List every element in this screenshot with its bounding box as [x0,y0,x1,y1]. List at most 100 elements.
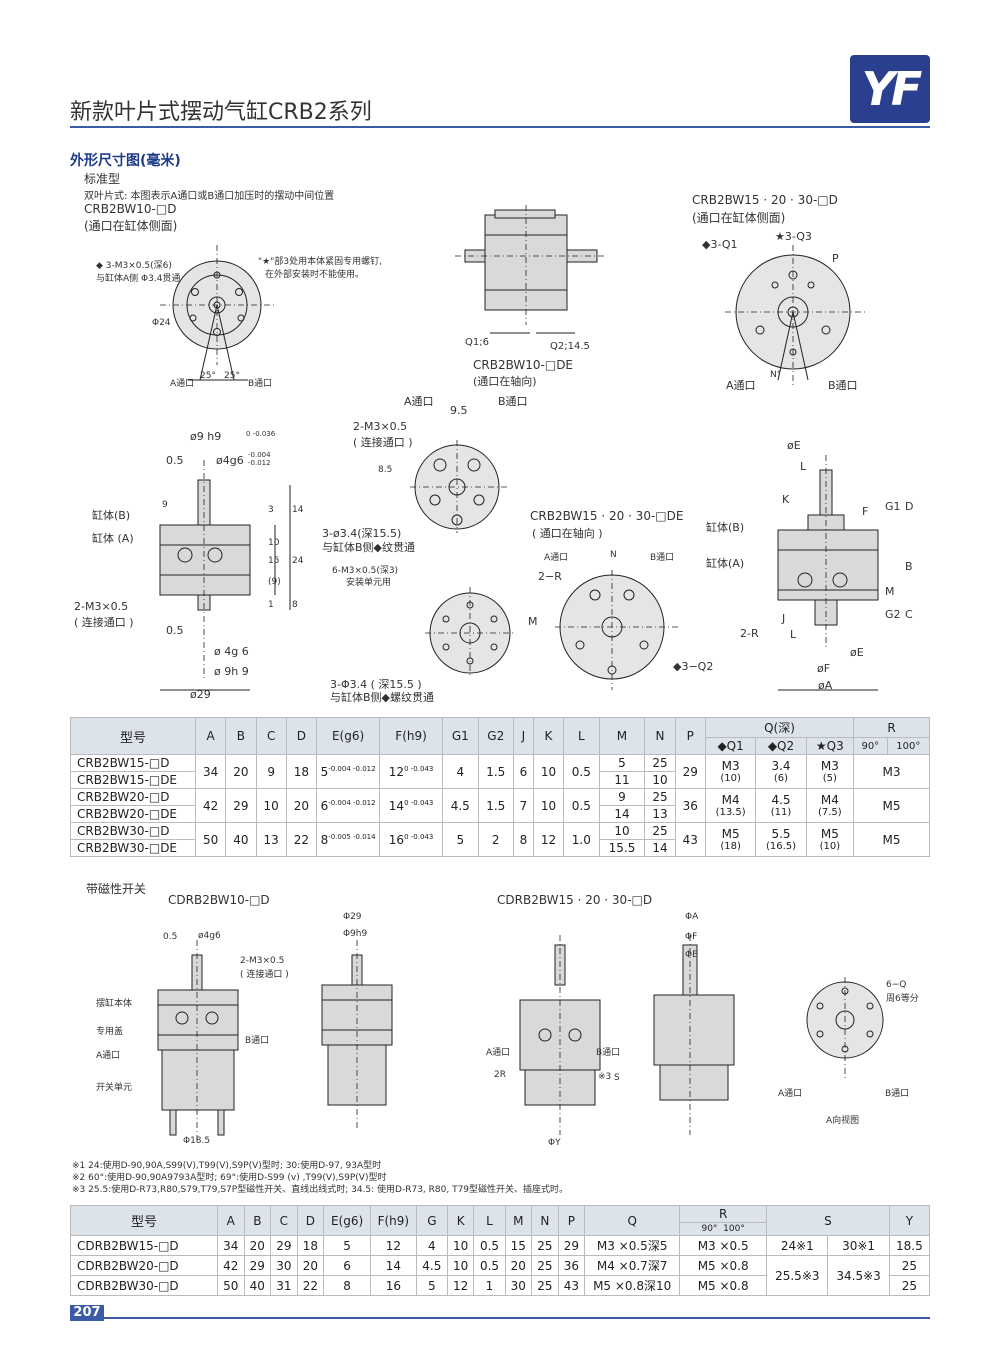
label-b-port-c: B通口 [498,395,528,408]
drawing-crb2bw15-front [777,455,879,691]
label-dim14: 14 [292,505,304,515]
cell-model: CRB2BW15-□DE [70,771,196,789]
cell-f-val: 16 [388,832,405,847]
note-3: ※3 25.5:使用D-R73,R80,S79,T79,S7P型磁性开关、直线出… [72,1185,569,1195]
model-b-note: (通口在缸体侧面) [692,211,786,225]
label-q3-3: ★3-Q3 [775,230,812,243]
model-d: CRB2BW15 · 20 · 30-□DE [530,509,684,523]
cell-k: 12 [446,1275,475,1296]
mag-label-phi4g6: ø4g6 [198,931,221,941]
label-hole34b: 与缸体B侧◆纹贯通 [322,541,416,554]
th2-a: A [217,1205,245,1236]
cell-model: CRB2BW15-□D [70,754,196,772]
spec-table-magnetic: 型号 A B C D E(g6) F(h9) G K L M N P Q R S… [70,1205,931,1296]
th2-e: E(g6) [323,1205,371,1236]
th2-m: M [504,1205,533,1236]
th2-r100: 100° [723,1224,745,1234]
label-m3-note: ◆ 3-M3×0.5(深6) [96,261,172,271]
mag-label-special-cover: 专用盖 [96,1027,124,1037]
th2-c: C [270,1205,298,1236]
label-b-port-b: B通口 [828,379,858,392]
table-row: CDRB2BW30-□D 50 40 31 22 8 16 5 12 1 30 … [70,1275,931,1296]
model-c-note: (通口在轴向) [473,375,537,388]
th2-y: Y [888,1205,931,1236]
cell-b: 40 [225,822,257,857]
cell-q3: M4(7.5) [805,788,855,823]
label-phi-a: øA [818,679,833,692]
cell-q3: M3(5) [805,754,855,789]
label-cyl-a: 缸体 (A) [92,532,134,545]
label-b-port-d: B通口 [650,553,675,563]
header-divider [70,126,930,128]
cell-j: 6 [512,754,534,789]
cell-p: 43 [674,822,706,857]
cell-q1: M3(10) [704,754,757,789]
cell-q1: M5(18) [704,822,757,857]
mag-title: 带磁性开关 [86,882,147,896]
th2-f: F(h9) [369,1205,417,1236]
drawing-a-view [806,977,884,1080]
label-conn-port: ( 连接通口 ) [74,616,134,629]
cell-e-tol: -0.004 -0.012 [328,764,376,773]
cell-l: 1 [473,1275,506,1296]
mag-label-phi-e: ΦE [685,950,698,960]
th-b: B [225,717,257,755]
label-dim24: 24 [292,556,304,566]
cell-m2: 11 [598,771,646,789]
cell-s3: 25.5※3 [766,1255,829,1296]
label-phi4g: ø 4g 6 [214,645,249,658]
cell-e: 5 [323,1235,371,1256]
label-phi-e2: øE [850,646,864,659]
th-m: M [598,717,646,755]
mag-label-b-port-g: B通口 [596,1048,621,1058]
mag-label-phi-f: ΦF [685,932,698,942]
page-number: 207 [70,1305,104,1321]
cell-q2-a: 5.5 [771,827,791,841]
cell-q2-b: (11) [770,807,792,818]
cell-j: 7 [512,788,534,823]
model-a-note: (通口在缸体侧面) [84,219,178,233]
cell-m1: 10 [598,822,646,840]
drawing-crb2bw15-top [725,245,865,385]
th2-r90: 90° [701,1224,718,1234]
cell-a: 42 [217,1255,245,1276]
cell-c: 10 [255,788,287,823]
cell-l: 0.5 [563,754,600,789]
label-dim1: 1 [268,600,274,610]
label-half05-bottom: 0.5 [166,624,184,637]
model-a: CRB2BW10-□D [84,202,177,216]
cell-q1-a: M4 [721,793,740,807]
label-a-port-d: A通口 [544,553,569,563]
cell-q1: M4(13.5) [704,788,757,823]
cell-q3: M5(10) [805,822,855,857]
cell-k: 12 [532,822,565,857]
mag-label-phi9h9: Φ9h9 [343,929,368,939]
label-tol-h9: 0 -0.036 [246,430,276,438]
cell-a: 50 [217,1275,245,1296]
cell-a: 34 [194,754,227,789]
logo-text: YF [861,62,923,116]
label-dim95: 9.5 [450,404,468,417]
label-phi29: ø29 [190,688,211,701]
cell-q3-a: M4 [820,793,839,807]
cell-e: 8 [323,1275,371,1296]
cell-q2-b: (16.5) [765,841,797,852]
label-k: K [782,493,790,506]
cell-q: M4 ×0.7深7 [584,1255,681,1276]
cell-q3-b: (7.5) [817,807,842,818]
mag-label-q6b: 周6等分 [886,994,919,1004]
label-m3x05-6: 6-M3×0.5(深3) [332,566,399,576]
model-b: CRB2BW15 · 20 · 30-□D [692,193,838,207]
cell-d: 22 [296,1275,325,1296]
label-m3x05: 2-M3×0.5 [353,420,408,433]
cell-r: M3 ×0.5 [679,1235,768,1256]
label-tol-g6: -0.004 -0.012 [248,451,271,467]
mag-label-b-port: B通口 [245,1036,270,1046]
cell-r: M5 [853,788,930,823]
th-r: R [853,717,930,738]
th2-s: S [766,1205,890,1236]
cell-r: M5 ×0.8 [679,1275,768,1296]
cell-b: 20 [243,1235,272,1256]
mag-label-conn: ( 连接通口 ) [240,970,289,980]
drawing-port-view [410,440,510,533]
